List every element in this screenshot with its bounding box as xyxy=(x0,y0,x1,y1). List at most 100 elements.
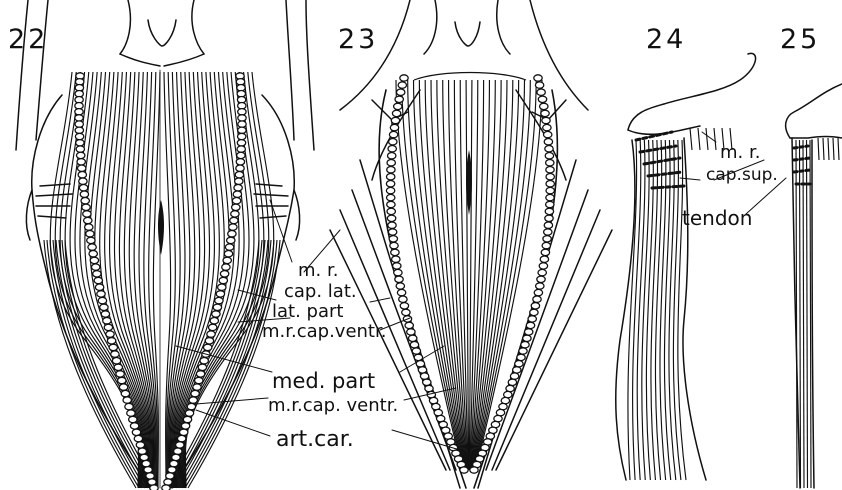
artery-bead xyxy=(542,117,550,123)
artery-bead xyxy=(515,361,523,367)
artery-bead xyxy=(405,322,413,328)
artery-bead xyxy=(396,283,404,289)
artery-bead xyxy=(84,217,92,223)
artery-bead xyxy=(162,485,170,490)
artery-bead xyxy=(238,133,246,139)
muscle-fiber xyxy=(818,138,819,160)
artery-bead xyxy=(526,322,534,328)
artery-bead xyxy=(136,442,144,448)
artery-bead xyxy=(75,133,83,139)
artery-bead xyxy=(420,373,428,379)
label-cap-lat: cap. lat. xyxy=(284,281,357,302)
artery-bead xyxy=(100,304,108,310)
artery-bead xyxy=(539,263,547,269)
artery-bead xyxy=(189,397,197,403)
muscle-fiber xyxy=(706,128,708,150)
label-art-car: art.car. xyxy=(276,427,354,452)
artery-bead xyxy=(521,342,529,348)
artery-bead xyxy=(534,75,542,81)
artery-bead xyxy=(399,296,407,302)
artery-bead xyxy=(410,342,418,348)
artery-bead xyxy=(388,153,396,159)
label-m-r-sup: m. r. xyxy=(720,142,760,163)
artery-bead xyxy=(225,244,233,250)
artery-bead xyxy=(544,139,552,145)
artery-bead xyxy=(75,109,83,115)
artery-bead xyxy=(78,165,86,171)
artery-bead xyxy=(389,139,397,145)
artery-bead xyxy=(394,103,402,109)
artery-bead xyxy=(388,222,396,228)
artery-bead xyxy=(513,367,521,373)
artery-bead xyxy=(150,485,158,490)
muscle-fiber xyxy=(690,128,692,150)
artery-bead xyxy=(219,277,227,283)
artery-bead xyxy=(178,435,186,441)
artery-bead xyxy=(78,172,86,178)
artery-bead xyxy=(180,429,188,435)
artery-bead xyxy=(98,297,106,303)
artery-bead xyxy=(75,115,83,121)
artery-bead xyxy=(236,159,244,165)
artery-bead xyxy=(210,318,218,324)
artery-bead xyxy=(76,140,84,146)
artery-bead xyxy=(170,460,178,466)
artery-bead xyxy=(107,338,115,344)
artery-bead xyxy=(76,146,84,152)
artery-bead xyxy=(146,473,154,479)
figure-24: 24 xyxy=(616,24,756,480)
label-tendon: tendon xyxy=(682,206,752,230)
artery-bead xyxy=(200,358,208,364)
fig24-tendon-marks xyxy=(636,132,684,188)
artery-bead xyxy=(220,271,228,277)
artery-bead xyxy=(387,201,395,207)
artery-bead xyxy=(238,109,246,115)
artery-bead xyxy=(77,159,85,165)
artery-bead xyxy=(187,403,195,409)
artery-bead xyxy=(538,96,546,102)
artery-bead xyxy=(460,467,468,473)
artery-bead xyxy=(545,208,553,214)
artery-bead xyxy=(212,311,220,317)
artery-bead xyxy=(409,335,417,341)
artery-bead xyxy=(112,358,120,364)
label-lat-part: lat. part xyxy=(272,301,343,322)
artery-bead xyxy=(387,160,395,166)
artery-bead xyxy=(116,371,124,377)
artery-bead xyxy=(218,284,226,290)
artery-bead xyxy=(223,257,231,263)
artery-bead xyxy=(397,89,405,95)
artery-bead xyxy=(83,211,91,217)
artery-bead xyxy=(546,174,554,180)
artery-bead xyxy=(386,187,394,193)
artery-bead xyxy=(204,344,212,350)
artery-bead xyxy=(142,460,150,466)
artery-bead xyxy=(196,371,204,377)
artery-bead xyxy=(418,367,426,373)
artery-bead xyxy=(123,397,131,403)
muscle-fiber xyxy=(414,73,526,81)
artery-bead xyxy=(508,379,516,385)
artery-bead xyxy=(235,178,243,184)
artery-bead xyxy=(86,231,94,237)
artery-bead xyxy=(111,351,119,357)
artery-bead xyxy=(537,89,545,95)
figure-25: 25 xyxy=(780,24,842,488)
artery-bead xyxy=(525,329,533,335)
muscle-fiber xyxy=(800,140,801,488)
artery-bead xyxy=(130,423,138,429)
artery-bead xyxy=(97,291,105,297)
label-m-r-cap-ventr-lateral: m.r.cap.ventr. xyxy=(262,321,386,342)
figure-number-25: 25 xyxy=(780,24,820,55)
artery-bead xyxy=(232,198,240,204)
artery-bead xyxy=(546,181,554,187)
artery-bead xyxy=(183,416,191,422)
artery-bead xyxy=(425,385,433,391)
artery-bead xyxy=(407,329,415,335)
figure-22: 22 xyxy=(8,0,314,490)
artery-bead xyxy=(237,146,245,152)
artery-bead xyxy=(386,181,394,187)
muscle-fiber xyxy=(673,140,681,480)
artery-bead xyxy=(193,384,201,390)
